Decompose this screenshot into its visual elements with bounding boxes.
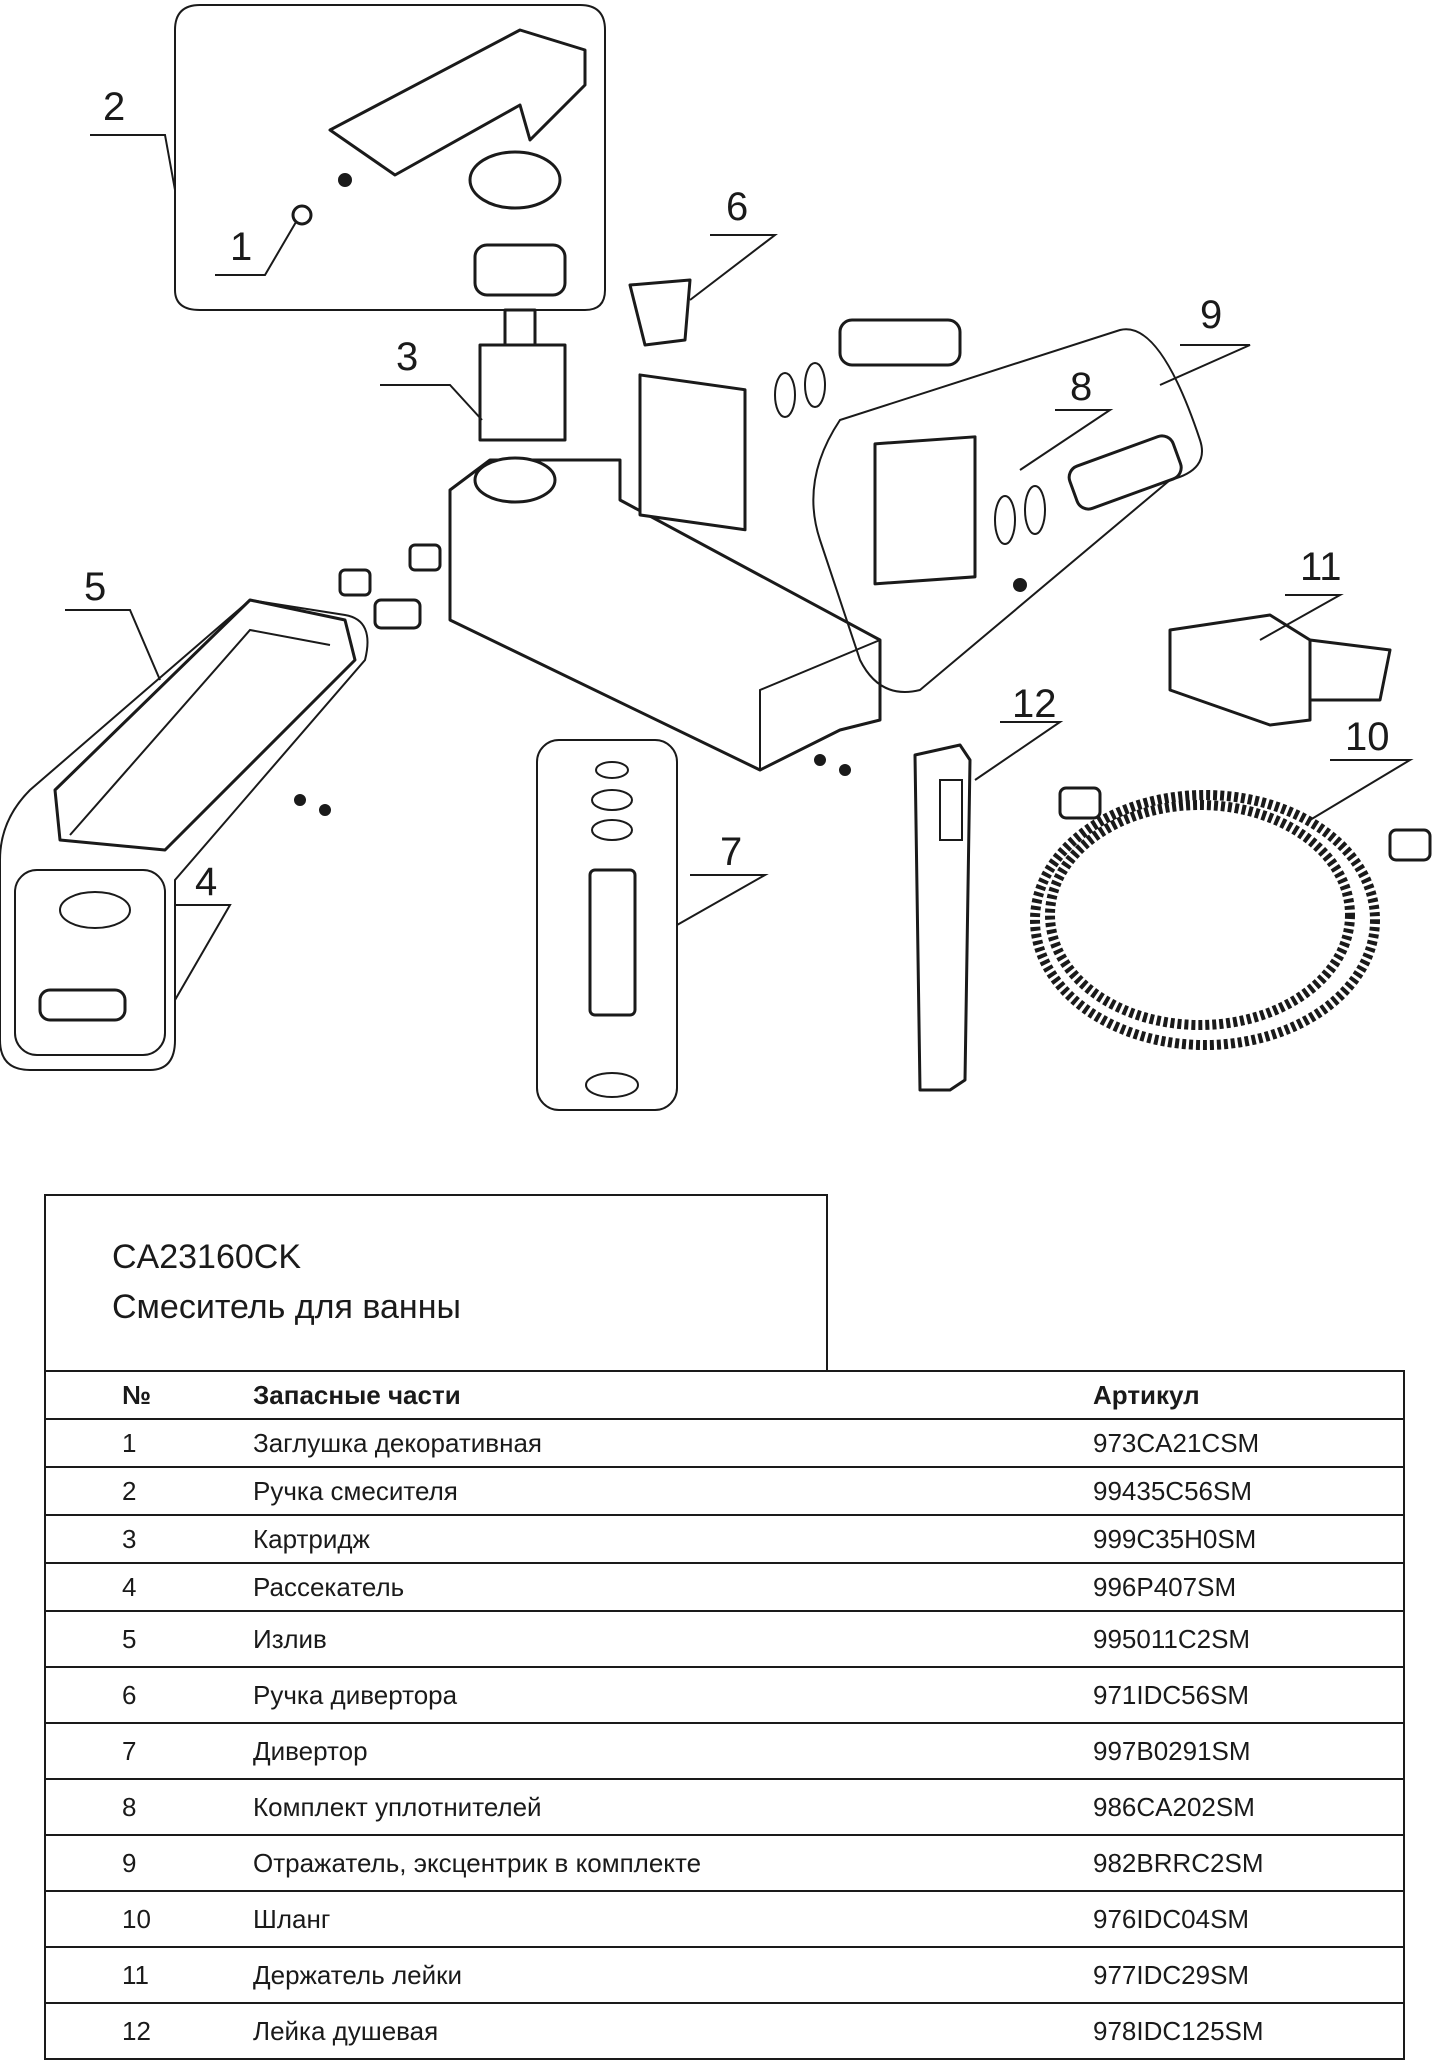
row-article: 999C35H0SM bbox=[1093, 1514, 1404, 1564]
diverter-handle-part bbox=[628, 278, 692, 347]
table-row: 10 Шланг 976IDC04SM bbox=[45, 1890, 1404, 1948]
column-header-article: Артикул bbox=[1093, 1370, 1404, 1420]
row-part-name: Лейка душевая bbox=[253, 2002, 1093, 2060]
row-article: 986CA202SM bbox=[1093, 1778, 1404, 1836]
row-number: 4 bbox=[45, 1562, 253, 1612]
shower-hose-part bbox=[1030, 790, 1380, 1050]
row-number: 11 bbox=[45, 1946, 253, 2004]
row-article: 971IDC56SM bbox=[1093, 1666, 1404, 1724]
table-row: 6 Ручка дивертора 971IDC56SM bbox=[45, 1666, 1404, 1724]
row-number: 2 bbox=[45, 1466, 253, 1516]
table-row: 3 Картридж 999C35H0SM bbox=[45, 1514, 1404, 1564]
table-row: 5 Излив 995011C2SM bbox=[45, 1610, 1404, 1668]
mixer-body-part bbox=[448, 458, 882, 772]
callout-11: 11 bbox=[1300, 545, 1342, 589]
table-row: 7 Дивертор 997B0291SM bbox=[45, 1722, 1404, 1780]
column-header-number: № bbox=[45, 1370, 253, 1420]
diverter-part bbox=[588, 868, 637, 1017]
row-article: 997B0291SM bbox=[1093, 1722, 1404, 1780]
callout-6: 6 bbox=[726, 185, 748, 229]
spout-part bbox=[53, 598, 357, 852]
table-row: 9 Отражатель, эксцентрик в комплекте 982… bbox=[45, 1834, 1404, 1892]
aerator-part bbox=[38, 988, 127, 1022]
callout-8: 8 bbox=[1070, 365, 1092, 409]
row-article: 978IDC125SM bbox=[1093, 2002, 1404, 2060]
row-article: 982BRRC2SM bbox=[1093, 1834, 1404, 1892]
callout-7: 7 bbox=[720, 830, 742, 874]
callout-9: 9 bbox=[1200, 293, 1222, 337]
callout-10: 10 bbox=[1345, 715, 1390, 759]
row-part-name: Держатель лейки bbox=[253, 1946, 1093, 2004]
callout-3: 3 bbox=[396, 335, 418, 379]
table-row: 1 Заглушка декоративная 973CA21CSM bbox=[45, 1418, 1404, 1468]
row-part-name: Ручка смесителя bbox=[253, 1466, 1093, 1516]
plug-small-part bbox=[338, 173, 352, 187]
row-number: 7 bbox=[45, 1722, 253, 1780]
row-article: 977IDC29SM bbox=[1093, 1946, 1404, 2004]
inset-spout-outline bbox=[0, 598, 369, 1071]
exploded-parts-diagram: 1 2 3 4 5 6 7 8 9 10 11 12 bbox=[0, 4, 1432, 1111]
nut-part bbox=[473, 243, 567, 297]
spare-parts-table: № Запасные части Артикул 1 Заглушка деко… bbox=[44, 1370, 1405, 2060]
row-article: 99435C56SM bbox=[1093, 1466, 1404, 1516]
model-code: CA23160CK bbox=[112, 1238, 302, 1276]
callout-5: 5 bbox=[84, 565, 106, 609]
inset-handle-outline bbox=[174, 4, 606, 311]
escutcheon-plate-part bbox=[638, 373, 747, 532]
row-number: 3 bbox=[45, 1514, 253, 1564]
row-part-name: Излив bbox=[253, 1610, 1093, 1668]
body-socket-part bbox=[473, 456, 557, 504]
product-name: Смеситель для ванны bbox=[112, 1288, 461, 1326]
row-number: 1 bbox=[45, 1418, 253, 1468]
hand-shower-part bbox=[913, 743, 972, 1092]
eccentric-9-part bbox=[1067, 434, 1183, 511]
title-box: CA23160CK Смеситель для ванны bbox=[44, 1194, 828, 1370]
row-article: 996P407SM bbox=[1093, 1562, 1404, 1612]
table-row: 8 Комплект уплотнителей 986CA202SM bbox=[45, 1778, 1404, 1836]
row-number: 6 bbox=[45, 1666, 253, 1724]
row-part-name: Картридж bbox=[253, 1514, 1093, 1564]
row-number: 9 bbox=[45, 1834, 253, 1892]
inset-reflector-outline bbox=[812, 328, 1203, 693]
callout-1: 1 bbox=[230, 225, 252, 269]
row-part-name: Заглушка декоративная bbox=[253, 1418, 1093, 1468]
row-article: 973CA21CSM bbox=[1093, 1418, 1404, 1468]
cartridge-body-part bbox=[478, 343, 567, 442]
row-part-name: Ручка дивертора bbox=[253, 1666, 1093, 1724]
inset-aerator-outline bbox=[14, 869, 166, 1056]
table-row: 4 Рассекатель 996P407SM bbox=[45, 1562, 1404, 1612]
row-part-name: Шланг bbox=[253, 1890, 1093, 1948]
handle-cap-part bbox=[468, 150, 562, 210]
table-row: 2 Ручка смесителя 99435C56SM bbox=[45, 1466, 1404, 1516]
shower-holder-part bbox=[1168, 613, 1312, 727]
row-part-name: Рассекатель bbox=[253, 1562, 1093, 1612]
aerator-ring-part bbox=[59, 891, 131, 929]
table-header-row: № Запасные части Артикул bbox=[45, 1370, 1404, 1420]
mixer-handle-part bbox=[328, 28, 587, 177]
table-row: 12 Лейка душевая 978IDC125SM bbox=[45, 2002, 1404, 2060]
row-number: 5 bbox=[45, 1610, 253, 1668]
column-header-parts: Запасные части bbox=[253, 1370, 1093, 1420]
row-article: 995011C2SM bbox=[1093, 1610, 1404, 1668]
row-part-name: Дивертор bbox=[253, 1722, 1093, 1780]
decorative-plug-part bbox=[291, 204, 313, 226]
eccentric-part bbox=[838, 318, 962, 367]
row-part-name: Комплект уплотнителей bbox=[253, 1778, 1093, 1836]
row-part-name: Отражатель, эксцентрик в комплекте bbox=[253, 1834, 1093, 1892]
row-number: 12 bbox=[45, 2002, 253, 2060]
reflector-plate-part bbox=[873, 435, 977, 586]
row-number: 10 bbox=[45, 1890, 253, 1948]
row-article: 976IDC04SM bbox=[1093, 1890, 1404, 1948]
row-number: 8 bbox=[45, 1778, 253, 1836]
table-row: 11 Держатель лейки 977IDC29SM bbox=[45, 1946, 1404, 2004]
callout-12: 12 bbox=[1012, 682, 1057, 726]
callout-2: 2 bbox=[103, 85, 125, 129]
callout-4: 4 bbox=[195, 860, 217, 904]
